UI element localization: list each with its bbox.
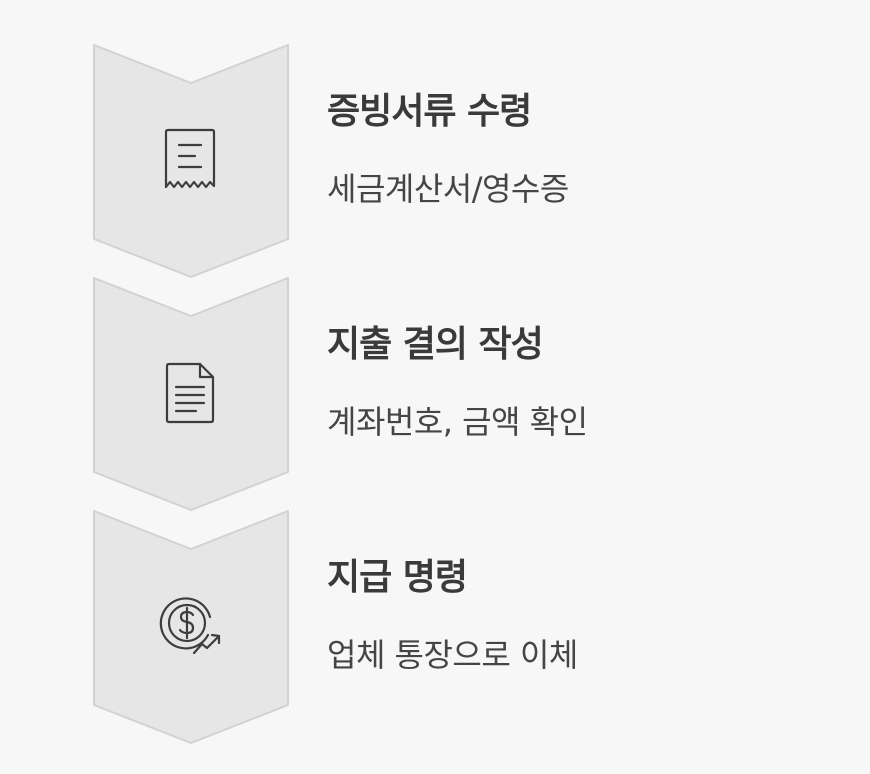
step-1-title: 증빙서류 수령 — [327, 91, 532, 132]
step-2-title: 지출 결의 작성 — [327, 324, 544, 365]
step-1-chevron — [92, 43, 290, 279]
step-3-chevron — [92, 509, 290, 745]
document-icon — [152, 354, 228, 430]
receipt-icon — [152, 122, 228, 198]
dollar-coin-growth-icon — [152, 587, 228, 663]
step-3-title: 지급 명령 — [327, 557, 468, 598]
step-2-description: 계좌번호, 금액 확인 — [327, 403, 588, 441]
step-1-description: 세금계산서/영수증 — [327, 170, 569, 208]
step-3-description: 업체 통장으로 이체 — [327, 636, 578, 674]
